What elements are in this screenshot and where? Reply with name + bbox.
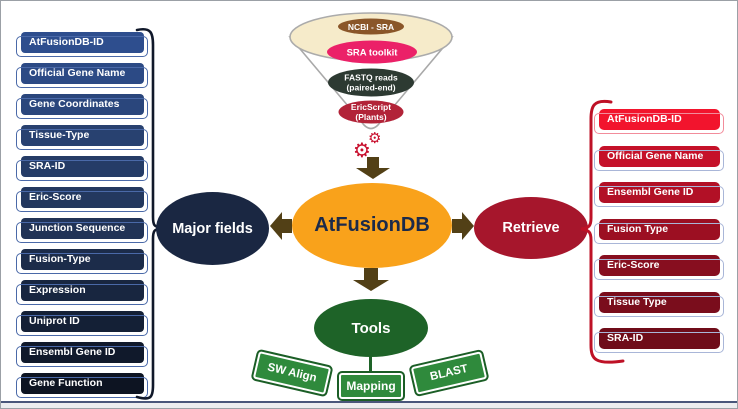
field-item: Ensembl Gene ID xyxy=(594,182,724,207)
field-item: Gene Function xyxy=(16,373,148,398)
retrieve-fields-list: AtFusionDB-ID Official Gene Name Ensembl… xyxy=(594,109,724,365)
major-fields-list: AtFusionDB-ID Official Gene Name Gene Co… xyxy=(16,32,148,404)
funnel-stage-label: (paired-end) xyxy=(346,83,395,93)
field-item: Uniprot ID xyxy=(16,311,148,336)
tool-label: Mapping xyxy=(346,379,396,393)
retrieve-node: Retrieve xyxy=(474,197,588,259)
tool-blast: BLAST xyxy=(410,351,488,395)
field-item: Tissue-Type xyxy=(16,125,148,150)
funnel-stage-oval xyxy=(338,18,404,35)
field-item: Ensembl Gene ID xyxy=(16,342,148,367)
tool-mapping: Mapping xyxy=(339,373,403,399)
field-item: Eric-Score xyxy=(594,255,724,280)
tools-connector xyxy=(369,353,372,374)
funnel-stage-oval xyxy=(328,68,414,97)
funnel: NCBI - SRA SRA toolkit FASTQ reads (pair… xyxy=(288,12,454,130)
field-item: Eric-Score xyxy=(16,187,148,212)
field-item: Tissue Type xyxy=(594,291,724,317)
tool-label: SW Align xyxy=(266,361,318,385)
atfusiondb-label: AtFusionDB xyxy=(314,214,430,236)
funnel-stage-label: SRA toolkit xyxy=(347,48,399,59)
gear-icon: ⚙ xyxy=(368,129,382,147)
field-item: Junction Sequence xyxy=(16,218,148,243)
field-item: Fusion-Type xyxy=(16,249,148,274)
arrow-down-icon xyxy=(356,157,390,179)
tool-label: BLAST xyxy=(428,362,470,384)
field-item: AtFusionDB-ID xyxy=(16,32,148,57)
field-item: Official Gene Name xyxy=(594,145,724,171)
arrow-right-icon xyxy=(452,212,474,240)
major-fields-node: Major fields xyxy=(156,192,269,265)
tool-sw-align: SW Align xyxy=(252,351,332,395)
major-fields-label: Major fields xyxy=(172,220,253,237)
field-item: Official Gene Name xyxy=(16,63,148,88)
field-item: Gene Coordinates xyxy=(16,94,148,119)
arrow-down-icon xyxy=(353,268,389,291)
funnel-stage-label: FASTQ reads xyxy=(344,73,398,83)
funnel-stage-label: (Plants) xyxy=(355,112,386,122)
field-item: SRA-ID xyxy=(594,328,724,353)
arrow-left-icon xyxy=(270,212,292,240)
funnel-stage-label: EricScript xyxy=(351,102,391,112)
figure-bottom-border xyxy=(1,401,737,408)
field-item: SRA-ID xyxy=(16,156,148,181)
field-item: Fusion Type xyxy=(594,218,724,244)
field-item: Expression xyxy=(16,280,148,305)
funnel-stage-label: NCBI - SRA xyxy=(348,22,394,32)
atfusiondb-node: AtFusionDB xyxy=(292,183,452,268)
retrieve-label: Retrieve xyxy=(502,220,560,236)
funnel-stage-oval xyxy=(338,100,404,124)
tools-node: Tools xyxy=(314,299,428,357)
tools-label: Tools xyxy=(351,319,391,337)
field-item: AtFusionDB-ID xyxy=(594,109,724,134)
right-bracket xyxy=(580,99,625,364)
gear-icon: ⚙ xyxy=(353,138,371,162)
funnel-stage-oval xyxy=(327,40,417,64)
